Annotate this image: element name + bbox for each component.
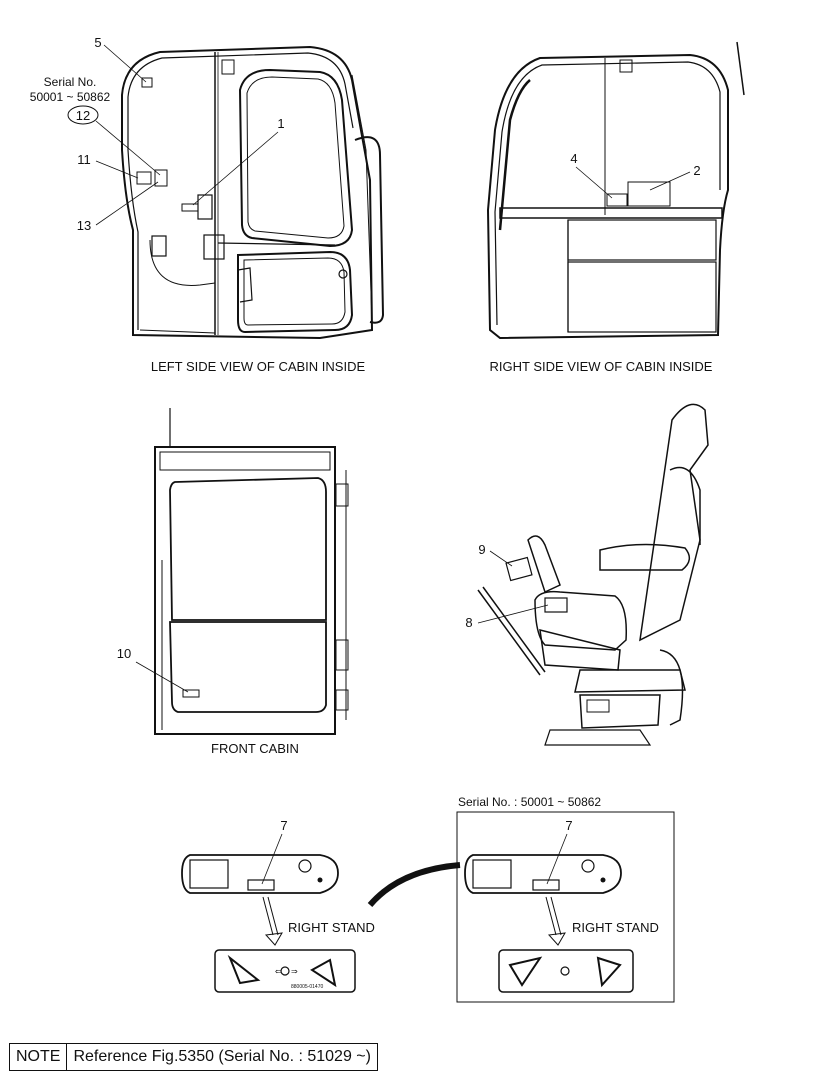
- svg-text:⇒: ⇒: [291, 967, 298, 976]
- callout-10: 10: [117, 646, 131, 661]
- decal-right: [498, 949, 634, 993]
- console-left-drawing: [181, 854, 339, 946]
- callout-13: 13: [77, 218, 91, 233]
- right-side-view-drawing: [486, 41, 745, 340]
- variant-arrow: [367, 862, 461, 907]
- decal-code: 880005-01470: [291, 984, 323, 990]
- left-side-view-drawing: [121, 45, 385, 340]
- caption-left-side-view: LEFT SIDE VIEW OF CABIN INSIDE: [151, 359, 366, 374]
- callout-7-left: 7: [280, 818, 287, 833]
- callout-8: 8: [465, 615, 472, 630]
- callout-9: 9: [478, 542, 485, 557]
- callout-1: 1: [277, 116, 284, 131]
- serial-variant-box: [456, 811, 675, 1003]
- front-cabin-drawing: [154, 408, 349, 735]
- stand-label-right: RIGHT STAND: [572, 920, 659, 935]
- callout-12: 12: [76, 108, 90, 123]
- serial-left-title: Serial No.: [44, 75, 97, 89]
- stand-label-left: RIGHT STAND: [288, 920, 375, 935]
- note-box: NOTE Reference Fig.5350 (Serial No. : 51…: [9, 1043, 378, 1071]
- seat-console-drawing: [477, 403, 709, 746]
- callout-7-right: 7: [565, 818, 572, 833]
- callouts: 5 12 11 13 1 4 2 9 8 10 7 7: [67, 35, 701, 885]
- note-text: Reference Fig.5350 (Serial No. : 51029 ~…: [73, 1048, 371, 1065]
- caption-right-side-view: RIGHT SIDE VIEW OF CABIN INSIDE: [490, 359, 713, 374]
- svg-text:⇐: ⇐: [275, 967, 282, 976]
- caption-front-cabin: FRONT CABIN: [211, 741, 299, 756]
- serial-left-range: 50001 ~ 50862: [30, 90, 111, 104]
- callout-5: 5: [94, 35, 101, 50]
- serial-box-title: Serial No. : 50001 ~ 50862: [458, 795, 601, 809]
- note-tag: NOTE: [10, 1044, 68, 1070]
- callout-4: 4: [570, 151, 577, 166]
- callout-11: 11: [77, 152, 91, 167]
- console-right-drawing: [464, 854, 622, 946]
- callout-2: 2: [693, 163, 700, 178]
- decal-left: ⇐ ⇒: [214, 949, 356, 993]
